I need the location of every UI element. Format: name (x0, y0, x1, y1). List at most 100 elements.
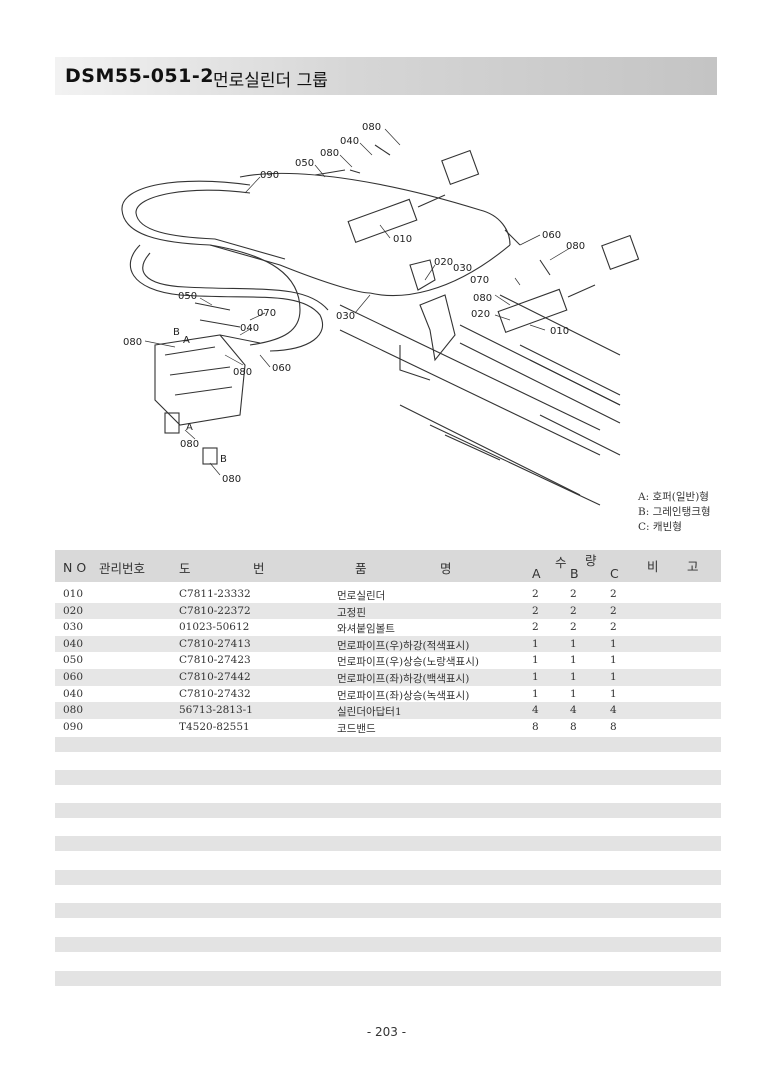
callout: 050 (178, 291, 197, 302)
header-remark: 비 (647, 559, 659, 574)
table-stripe (55, 971, 721, 986)
table-stripe (55, 870, 721, 885)
cell-qty-c: 2 (610, 588, 617, 600)
cell-qty-c: 8 (610, 720, 617, 733)
cell-qty-c: 1 (610, 654, 617, 667)
cell-qty-c: 2 (610, 604, 617, 617)
header-qty: 량 (585, 553, 597, 568)
header-qty-a: A (532, 566, 541, 581)
callout: 090 (260, 170, 279, 181)
callout: B (220, 454, 227, 465)
legend: A: 호퍼(일반)형 B: 그레인탱크형 C: 캐빈형 (638, 490, 711, 535)
cell-name: 코드밴드 (337, 722, 376, 735)
table-row: 010 C7811-23332 먼로실린더 2 2 2 (55, 586, 721, 603)
table-row: 060 C7810-27442 먼로파이프(좌)하강(백색표시) 1 1 1 (55, 668, 721, 686)
cell-qty-a: 1 (532, 637, 539, 650)
table-stripe (55, 937, 721, 952)
group-code: DSM55-051-2 (65, 65, 214, 87)
cell-qty-a: 2 (532, 621, 539, 634)
callout: 080 (473, 293, 492, 304)
cell-drawing: C7810-27423 (179, 654, 251, 667)
cell-qty-a: 1 (532, 687, 539, 700)
cell-drawing: 01023-50612 (179, 621, 250, 634)
title-bar: DSM55-051-2 먼로실린더 그룹 (55, 57, 717, 95)
callout: 080 (320, 148, 339, 159)
cell-qty-a: 8 (532, 720, 539, 733)
parts-table: 010 C7811-23332 먼로실린더 2 2 2 020 C7810-22… (55, 586, 721, 735)
legend-item: A: 호퍼(일반)형 (638, 491, 709, 503)
callout: A (186, 422, 193, 433)
table-row: 050 C7810-27423 먼로파이프(우)상승(노랑색표시) 1 1 1 (55, 652, 721, 669)
cell-drawing: C7810-27442 (179, 670, 251, 683)
cell-name: 먼로파이프(우)하강(적색표시) (337, 639, 470, 652)
callout: 040 (240, 323, 259, 334)
header-qty: 수 (555, 555, 567, 570)
callout: 080 (566, 241, 585, 252)
cell-qty-a: 1 (532, 670, 539, 683)
cell-no: 040 (63, 637, 84, 650)
cell-qty-c: 4 (610, 704, 617, 717)
cell-name: 실린더아답터1 (337, 706, 402, 719)
cell-no: 020 (63, 604, 84, 617)
cell-drawing: C7810-27432 (179, 687, 251, 700)
header-name: 명 (440, 561, 452, 576)
cell-qty-b: 1 (570, 670, 577, 683)
table-row: 030 01023-50612 와셔붙임볼트 2 2 2 (55, 619, 721, 636)
callout: 050 (295, 158, 314, 169)
callout: B (173, 327, 180, 338)
callout: 070 (470, 275, 489, 286)
cell-no: 090 (63, 720, 84, 733)
page-number: - 203 - (366, 1025, 407, 1039)
table-stripe (55, 836, 721, 851)
legend-item: B: 그레인탱크형 (638, 506, 711, 518)
cell-drawing: C7811-23332 (179, 588, 251, 600)
callout: 080 (123, 337, 142, 348)
cell-qty-b: 1 (570, 687, 577, 700)
cell-qty-b: 8 (570, 720, 577, 733)
legend-item: C: 캐빈형 (638, 521, 682, 533)
callout: 080 (233, 367, 252, 378)
parts-diagram: 080 040 080 050 090 010 060 080 020 030 … (121, 122, 640, 506)
cell-qty-b: 1 (570, 637, 577, 650)
table-stripe (55, 770, 721, 785)
cell-name: 먼로파이프(좌)상승(녹색표시) (337, 689, 470, 702)
cell-qty-a: 1 (532, 654, 539, 667)
cell-name: 먼로실린더 (337, 590, 386, 602)
cell-qty-c: 1 (610, 670, 617, 683)
callout: A (183, 335, 190, 346)
callout: 010 (393, 234, 412, 245)
table-row: 040 C7810-27432 먼로파이프(좌)상승(녹색표시) 1 1 1 (55, 686, 721, 703)
header-name: 품 (355, 561, 367, 576)
callout: 080 (180, 439, 199, 450)
cell-drawing: C7810-27413 (179, 637, 251, 650)
callout: 080 (222, 474, 241, 485)
cell-no: 030 (63, 621, 84, 634)
cell-no: 040 (63, 687, 84, 700)
cell-qty-c: 1 (610, 687, 617, 700)
header-drawing: 도 (179, 561, 191, 576)
header-qty-b: B (570, 566, 579, 581)
callout: 020 (434, 257, 453, 268)
callout: 040 (340, 136, 359, 147)
header-remark: 고 (687, 559, 699, 574)
cell-qty-b: 2 (570, 604, 577, 617)
cell-name: 먼로파이프(우)상승(노랑색표시) (337, 656, 479, 669)
table-row: 090 T4520-82551 코드밴드 8 8 8 (55, 719, 721, 736)
callout: 060 (542, 230, 561, 241)
cell-no: 060 (63, 670, 84, 683)
callout: 010 (550, 326, 569, 337)
cell-qty-b: 1 (570, 654, 577, 667)
table-stripe (55, 903, 721, 918)
table-stripe (55, 737, 721, 752)
cell-no: 010 (63, 588, 84, 600)
cell-name: 고정핀 (337, 606, 366, 619)
table-row: 040 C7810-27413 먼로파이프(우)하강(적색표시) 1 1 1 (55, 635, 721, 653)
header-no: N O (63, 560, 87, 575)
cell-qty-b: 2 (570, 621, 577, 634)
cell-qty-a: 4 (532, 704, 539, 717)
cell-qty-b: 4 (570, 704, 577, 717)
callout: 030 (336, 311, 355, 322)
callout: 060 (272, 363, 291, 374)
table-stripe (55, 803, 721, 818)
cell-qty-c: 2 (610, 621, 617, 634)
